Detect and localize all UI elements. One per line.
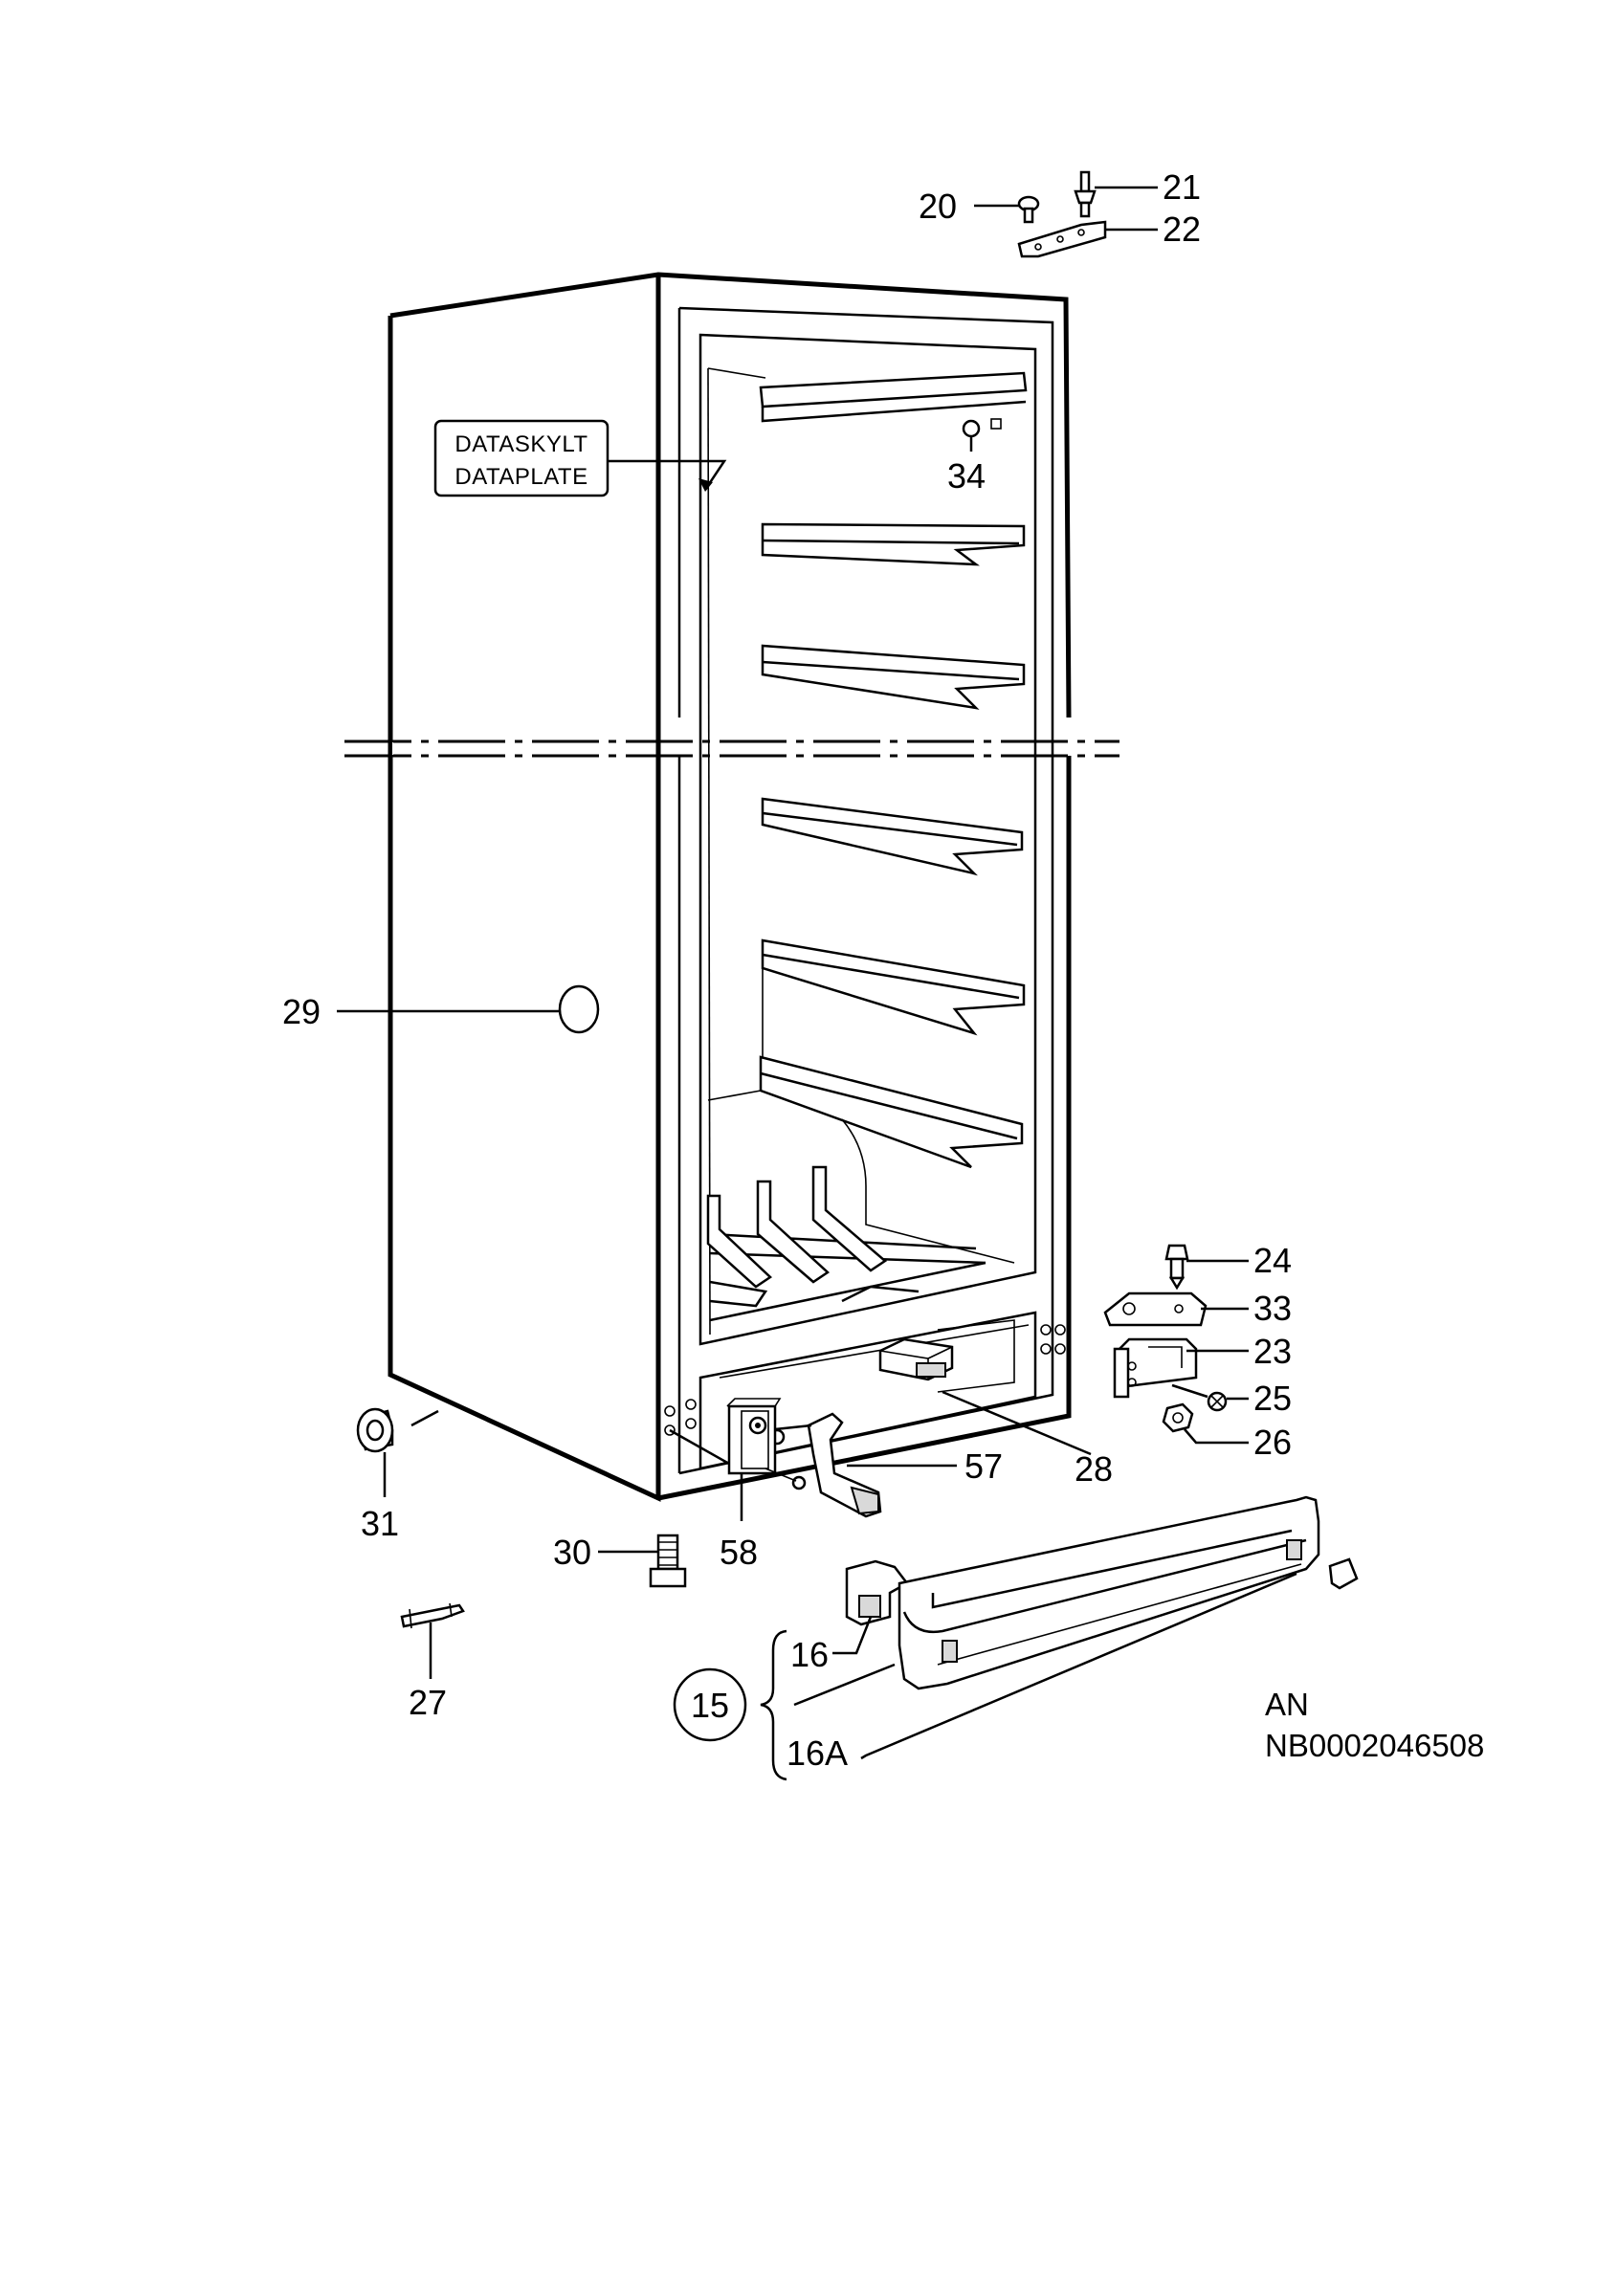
callout-30: 30 xyxy=(553,1533,591,1572)
shelf-rail xyxy=(761,522,1026,566)
part-16a-plinth-cover: 16A xyxy=(787,1495,1359,1773)
part-28-block: 28 xyxy=(878,1337,1113,1489)
callout-34: 34 xyxy=(947,456,986,496)
drawing-code: AN NB0002046508 xyxy=(1265,1687,1484,1763)
shelf-rail xyxy=(759,371,1028,423)
callout-24: 24 xyxy=(1253,1241,1292,1280)
cabinet-body xyxy=(388,272,1072,1502)
callout-58: 58 xyxy=(720,1533,758,1572)
callout-16a: 16A xyxy=(787,1733,848,1773)
data-plate-line-2: DATAPLATE xyxy=(454,464,587,490)
part-16-plinth-clip: 16 xyxy=(790,1559,909,1674)
callout-33: 33 xyxy=(1253,1289,1292,1328)
data-plate-line-1: DATASKYLT xyxy=(454,431,587,457)
shelf-rail xyxy=(761,797,1024,876)
part-21-bolt: 21 xyxy=(1074,167,1201,218)
part-24-pin: 24 xyxy=(1164,1241,1292,1291)
callout-22: 22 xyxy=(1163,210,1201,249)
shelf-rail xyxy=(761,644,1026,710)
callout-20: 20 xyxy=(919,187,957,226)
part-25-screw: 25 xyxy=(1171,1379,1292,1418)
assembly-15-group: 15 xyxy=(673,1629,896,1781)
evaporator-grid xyxy=(706,1165,986,1322)
break-line xyxy=(344,740,1119,758)
callout-26: 26 xyxy=(1253,1423,1292,1462)
shelf-rails xyxy=(759,371,1028,1264)
shelf-rail xyxy=(759,1055,1024,1169)
drawing-code-line-2: NB0002046508 xyxy=(1265,1728,1484,1763)
part-34-fitting: 34 xyxy=(947,418,1002,496)
callout-27: 27 xyxy=(409,1683,447,1722)
part-27-clip: 27 xyxy=(400,1602,465,1722)
part-58-hinge-block: 58 xyxy=(669,1398,807,1572)
part-26-nut: 26 xyxy=(1162,1402,1292,1462)
drawing-code-line-1: AN xyxy=(1265,1687,1309,1722)
callout-16: 16 xyxy=(790,1635,829,1674)
part-31-foot: 31 xyxy=(356,1407,439,1543)
part-30-bolt: 30 xyxy=(553,1533,687,1588)
part-33-hinge-bracket: 33 xyxy=(1103,1289,1292,1328)
callout-15: 15 xyxy=(691,1686,729,1725)
callout-23: 23 xyxy=(1253,1332,1292,1371)
callout-25: 25 xyxy=(1253,1379,1292,1418)
callout-31: 31 xyxy=(361,1504,399,1543)
callout-21: 21 xyxy=(1163,167,1201,207)
part-23-lower-hinge: 23 xyxy=(1113,1332,1292,1399)
callout-28: 28 xyxy=(1075,1449,1113,1489)
callout-29: 29 xyxy=(282,992,321,1031)
part-20-screw: 20 xyxy=(919,187,1040,226)
data-plate: DATASKYLT DATAPLATE xyxy=(433,419,727,497)
part-29-plug: 29 xyxy=(282,984,600,1034)
part-22-hinge-plate: 22 xyxy=(1017,210,1201,258)
part-57-lever: 57 xyxy=(768,1412,1003,1518)
callout-57: 57 xyxy=(964,1446,1003,1486)
